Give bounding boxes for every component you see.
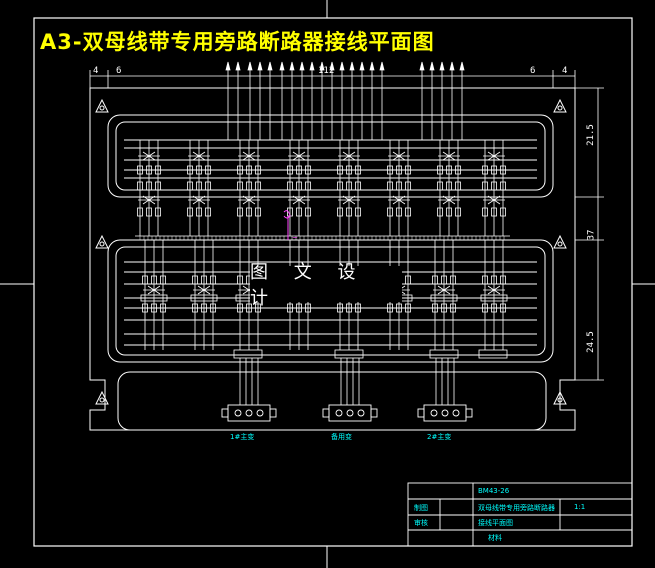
dim-right-3: 24.5 [585, 331, 596, 353]
arrow-head-7 [299, 61, 305, 71]
outgoing-lines [233, 349, 508, 405]
arrow-head-11 [339, 61, 345, 71]
upper-bay-1 [187, 140, 211, 236]
upper-bay-4 [337, 140, 361, 236]
arrow-head-1 [235, 61, 241, 71]
arrow-head-14 [369, 61, 375, 71]
feeder-label-right: 2#主变 [427, 433, 452, 441]
dim-top-right-b: 4 [562, 66, 568, 76]
dim-top-right-a: 6 [530, 66, 536, 76]
incoming-lines [225, 61, 465, 140]
transformer-1 [221, 404, 277, 422]
transformer-2 [322, 404, 378, 422]
title-block-school: 材料 [488, 534, 502, 542]
arrow-head-3 [257, 61, 263, 71]
arrow-head-20 [459, 61, 465, 71]
lower-bay-1 [190, 240, 218, 350]
middle-strip [135, 235, 510, 241]
svg-text:~: ~ [292, 234, 298, 242]
dimension-lines [89, 70, 604, 381]
title-block-grid [407, 482, 633, 547]
arrow-head-8 [309, 61, 315, 71]
upper-bay-2 [237, 140, 261, 236]
dim-right-2: 37 [586, 229, 597, 241]
title-block-name-line1: 双母线带专用旁路断路器 [478, 504, 555, 512]
watermark: 图 文 设 计 [250, 262, 402, 309]
upper-bay-0 [137, 140, 161, 236]
lower-bay-0 [140, 240, 168, 350]
arrow-head-4 [267, 61, 273, 71]
dim-right-1: 21.5 [585, 124, 596, 146]
arrow-head-12 [349, 61, 355, 71]
arrow-head-15 [379, 61, 385, 71]
title-block-name-line2: 接线平面图 [478, 519, 513, 527]
upper-bay-6 [437, 140, 461, 236]
arrow-head-0 [225, 61, 231, 71]
corner-marks [95, 98, 567, 405]
upper-bay-5 [387, 140, 411, 236]
drawing-frame [33, 17, 633, 547]
feeder-label-left: 1#主变 [230, 433, 255, 441]
lower-bay-6 [430, 240, 458, 350]
arrow-head-17 [429, 61, 435, 71]
arrow-head-16 [419, 61, 425, 71]
title-block-scale: 1:1 [574, 503, 586, 511]
upper-busbars [124, 139, 537, 179]
arrow-head-13 [359, 61, 365, 71]
arrow-head-10 [329, 61, 335, 71]
upper-bay-3 [287, 140, 311, 236]
title-block-drawing-no: BM43-26 [478, 487, 510, 495]
title-block-row1-label: 制图 [414, 504, 428, 512]
drawing-title: A3-双母线带专用旁路断路器接线平面图 [40, 30, 435, 54]
dim-top-center: 112 [318, 66, 335, 76]
upper-bay-7 [482, 140, 506, 236]
magenta-marker: ~ [283, 210, 298, 242]
arrow-head-2 [247, 61, 253, 71]
arrow-head-18 [439, 61, 445, 71]
feeder-label-center: 备用变 [331, 433, 352, 441]
arrow-head-9 [319, 61, 325, 71]
dim-top-left-a: 4 [93, 66, 99, 76]
title-block-row2-label: 审核 [414, 519, 428, 527]
arrow-head-19 [449, 61, 455, 71]
arrow-head-6 [289, 61, 295, 71]
dim-top-left-b: 6 [116, 66, 122, 76]
lower-bay-7 [480, 240, 508, 350]
transformer-3 [417, 404, 473, 422]
arrow-head-5 [279, 61, 285, 71]
